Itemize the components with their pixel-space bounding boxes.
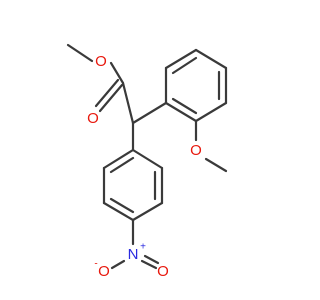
atom-nitro-o-right: O [157, 263, 169, 280]
atom-ester-o-single: O [95, 53, 107, 70]
charge-nitro-n: + [140, 242, 146, 253]
ring-b-inner-3 [109, 156, 135, 174]
bond-carbonyl-center [121, 81, 135, 125]
bond-carbonyl-double-b [94, 78, 120, 108]
bond-carbonyl-double-a [98, 83, 124, 113]
bond-center-ring-a [131, 101, 168, 125]
ring-b-bond-4 [102, 201, 135, 222]
atom-methoxy-o: O [190, 142, 202, 159]
ring-a-bond-5 [194, 101, 228, 123]
bond-o-carbonyl-c [109, 61, 125, 85]
bond-methyl-o [66, 43, 94, 63]
molecule-diagram: O O O N + O - O [66, 43, 228, 280]
bond-nitro-o-left [110, 259, 126, 270]
ring-a-bond-6 [164, 101, 198, 123]
bond-methoxy-o-ch3 [204, 157, 228, 173]
atom-ester-o-double: O [87, 110, 99, 127]
charge-nitro-o-left: - [94, 259, 97, 270]
atom-label-layer: O O O N + O - O [87, 53, 202, 280]
ring-a-bond-2 [164, 48, 198, 70]
bond-nitro-o-right-b [143, 254, 160, 265]
bond-layer [66, 43, 228, 270]
ring-b-bond-6 [102, 148, 135, 170]
atom-nitro-n: N [128, 246, 139, 263]
ring-a-bond-3 [194, 48, 228, 70]
atom-nitro-o-left: O [98, 263, 110, 280]
ring-a-inner-3 [171, 97, 198, 115]
ring-b-bond-1 [131, 148, 164, 170]
ring-b-bond-3 [131, 201, 164, 222]
ring-a-inner-1 [171, 56, 198, 75]
bond-nitro-o-right-a [140, 259, 158, 270]
ring-b-inner-2 [109, 197, 135, 214]
